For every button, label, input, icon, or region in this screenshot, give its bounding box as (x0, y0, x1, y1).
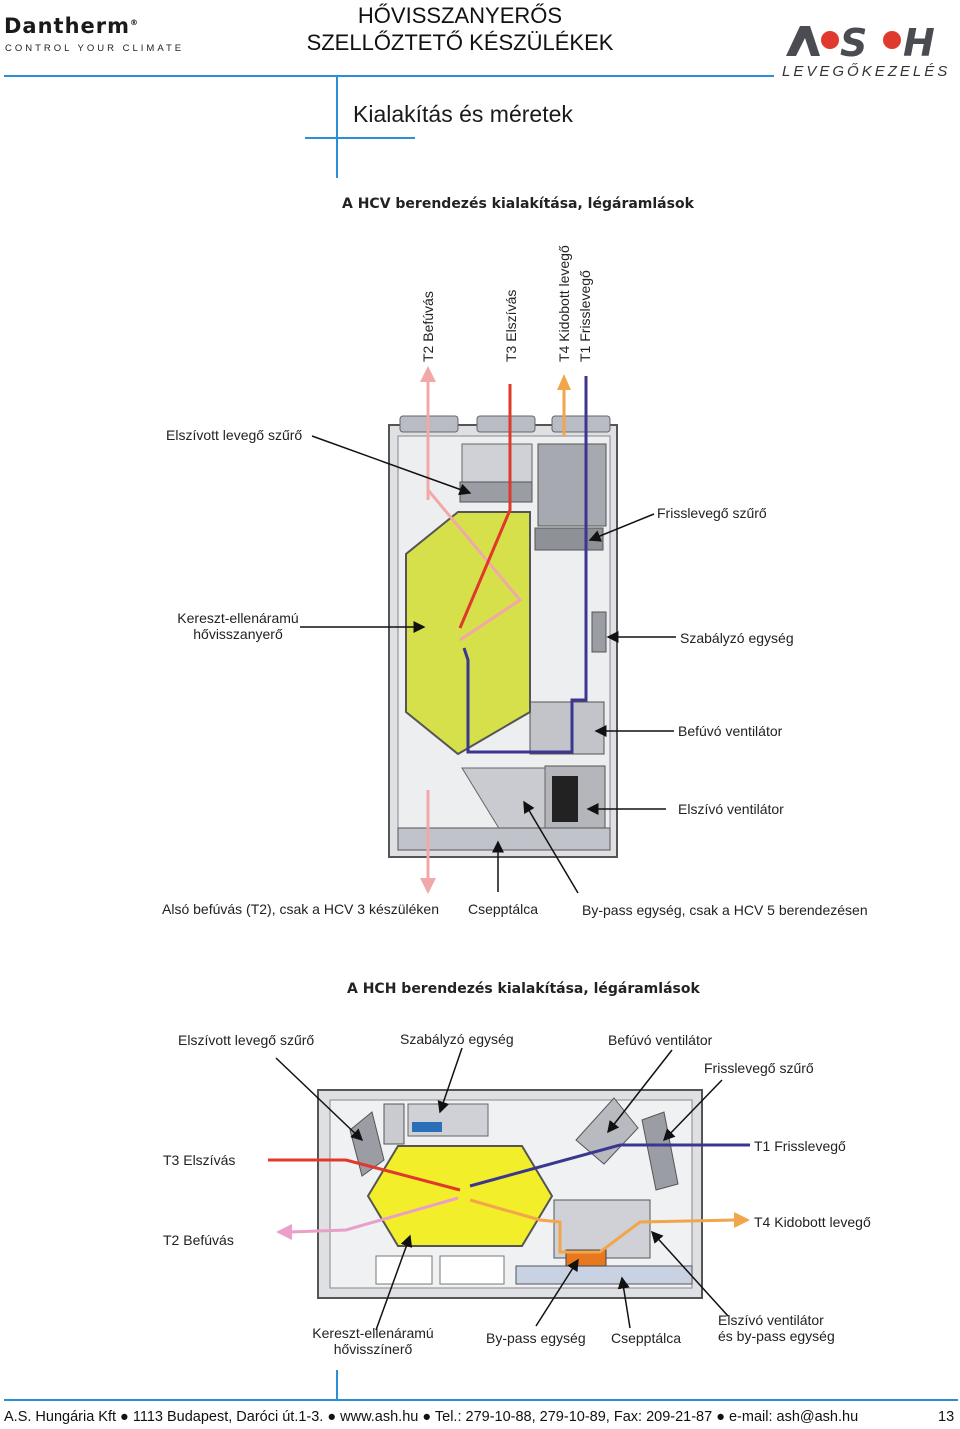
hch-extract-fan (553, 1199, 651, 1259)
document-title: HŐVISSZANYERŐS SZELLŐZTETŐ KÉSZÜLÉKEK (200, 2, 720, 56)
header-rule (4, 75, 774, 77)
hcv-label-extract-filter: Elszívott levegő szűrő (166, 427, 303, 443)
hch-arrow-t2 (276, 1224, 292, 1240)
footer-contact: A.S. Hungária Kft ● 1113 Budapest, Daróc… (4, 1409, 859, 1425)
hch-label-t2: T2 Befúvás (163, 1232, 234, 1248)
hch-label-extract-filter: Elszívott levegő szűrő (178, 1032, 315, 1048)
svg-text:S: S (840, 21, 867, 60)
hcv-arrow-bottom (420, 878, 436, 894)
hch-label-extract-fan: Elszívó ventilátor és by-pass egység (718, 1312, 835, 1344)
hcv-label-drip-tray: Csepptálca (468, 901, 539, 917)
hcv-arrow-t2 (420, 366, 436, 382)
hch-label-fresh-filter: Frisslevegő szűrő (704, 1060, 814, 1076)
hch-arrow-t4 (734, 1212, 750, 1228)
document-title-line2: SZELLŐZTETŐ KÉSZÜLÉKEK (306, 30, 614, 55)
footer-vertical-rule (336, 1370, 338, 1400)
figure2-title: A HCH berendezés kialakítása, légáramlás… (347, 981, 700, 997)
hcv-label-exchanger: Kereszt-ellenáramú hővisszanyerő (177, 610, 299, 642)
hcv-flow-t3 (458, 384, 512, 629)
hch-label-t1: T1 Frisslevegő (754, 1138, 846, 1154)
figure1-title: A HCV berendezés kialakítása, légáramlás… (342, 196, 694, 212)
hch-drip-tray (515, 1265, 693, 1285)
section-title: Kialakítás és méretek (353, 101, 573, 127)
hch-fresh-filter (641, 1111, 679, 1191)
section-rule (305, 137, 415, 139)
header-vertical-rule (336, 75, 338, 178)
hcv-label-bypass: By-pass egység, csak a HCV 5 berendezése… (582, 902, 868, 918)
svg-text:H: H (903, 21, 935, 60)
dantherm-tagline: CONTROL YOUR CLIMATE (5, 43, 185, 54)
hcv-flow-t1 (462, 376, 588, 754)
hch-extract-filter (349, 1111, 385, 1177)
hcv-label-fresh-filter: Frisslevegő szűrő (657, 505, 767, 521)
hcv-spigot-t3 (476, 415, 536, 433)
hch-label-control-unit: Szabályzó egység (400, 1031, 514, 1047)
page-number: 13 (938, 1409, 955, 1425)
dantherm-logo: Dantherm® (4, 14, 140, 38)
hch-flow-t1 (469, 1143, 750, 1188)
hch-flow-t3 (268, 1158, 461, 1192)
ash-tagline: LEVEGŐKEZELÉS (782, 63, 951, 80)
hcv-spigot-t4t1 (551, 415, 611, 433)
hch-label-exchanger: Kereszt-ellenáramú hővisszínerő (312, 1325, 434, 1357)
hcv-supply-fan (529, 701, 605, 755)
hch-label-drip-tray: Csepptálca (611, 1330, 682, 1346)
hcv-control-unit (591, 611, 607, 653)
ash-logo: S H (786, 21, 935, 60)
hcv-drip-tray (397, 827, 611, 851)
hcv-label-supply-fan: Befúvó ventilátor (678, 723, 783, 739)
hcv-label-bottom-supply: Alsó befúvás (T2), csak a HCV 3 készülék… (162, 901, 440, 917)
footer-rule (4, 1399, 958, 1401)
hcv-label-extract-fan: Elszívó ventilátor (678, 801, 784, 817)
hch-label-t3: T3 Elszívás (163, 1152, 236, 1168)
hcv-label-control-unit: Szabályzó egység (680, 630, 794, 646)
document-title-line1: HŐVISSZANYERŐS (357, 3, 563, 28)
hcv-arrow-t4 (557, 374, 571, 390)
hch-heat-exchanger (366, 1145, 554, 1247)
hch-label-supply-fan: Befúvó ventilátor (608, 1032, 713, 1048)
hch-label-t4: T4 Kidobott levegő (754, 1214, 871, 1230)
hch-label-bypass: By-pass egység (486, 1330, 586, 1346)
